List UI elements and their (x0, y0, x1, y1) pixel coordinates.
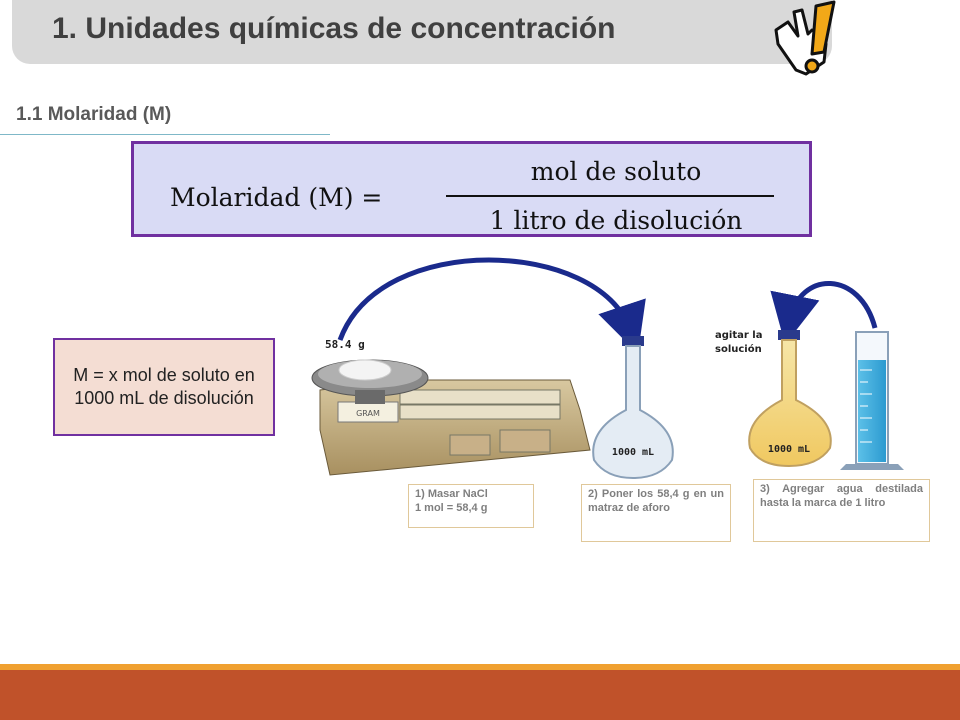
definition-text: M = x mol de soluto en 1000 mL de disolu… (73, 365, 255, 408)
transfer-arrow (337, 257, 646, 354)
formula-numerator: mol de soluto (531, 157, 702, 186)
step-3-box: 3) Agregar agua destilada hasta la marca… (753, 479, 930, 542)
pour-arrow (770, 281, 878, 345)
footer-accent-line (0, 664, 960, 670)
shake-label-2: solución (715, 343, 762, 355)
step-3-text: 3) Agregar agua destilada hasta la marca… (760, 483, 923, 509)
step-2-text: 2) Poner los 58,4 g en un matraz de afor… (588, 488, 724, 514)
shake-label-1: agitar la (715, 330, 762, 341)
section-divider (0, 134, 330, 135)
step-1-line-1: 1) Masar NaCl (415, 488, 488, 500)
title-bar: 1. Unidades químicas de concentración (12, 0, 832, 64)
mass-label: 58.4 g (325, 338, 365, 351)
nacl-pile (338, 359, 392, 381)
step-1-line-2: 1 mol = 58,4 g (415, 502, 488, 514)
step-2-box: 2) Poner los 58,4 g en un matraz de afor… (581, 484, 731, 542)
volumetric-flask-2: 1000 mL (748, 330, 832, 468)
graduated-cylinder (840, 331, 904, 470)
procedure-illustration: 58.4 g GRAM 1000 mL agitar la solución 1… (311, 257, 904, 480)
definition-box: M = x mol de soluto en 1000 mL de disolu… (53, 338, 275, 436)
section-title: 1.1 Molaridad (M) (16, 104, 172, 125)
flask2-label: 1000 mL (768, 444, 810, 455)
hand-pointer-warning-icon (774, 0, 836, 76)
scale-tag-text: GRAM (356, 409, 380, 418)
volumetric-flask-1: 1000 mL (592, 336, 674, 480)
balance-scale: GRAM (311, 359, 591, 476)
slide-title: 1. Unidades químicas de concentración (52, 12, 616, 45)
flask1-label: 1000 mL (612, 447, 654, 458)
formula-lhs: Molaridad (M) = (170, 183, 382, 212)
step-1-box: 1) Masar NaCl 1 mol = 58,4 g (408, 484, 534, 528)
molarity-formula-box: Molaridad (M) = mol de soluto 1 litro de… (131, 141, 812, 237)
formula-svg: Molaridad (M) = mol de soluto 1 litro de… (170, 157, 774, 234)
footer-bar (0, 670, 960, 720)
formula-denominator: 1 litro de disolución (490, 206, 743, 234)
